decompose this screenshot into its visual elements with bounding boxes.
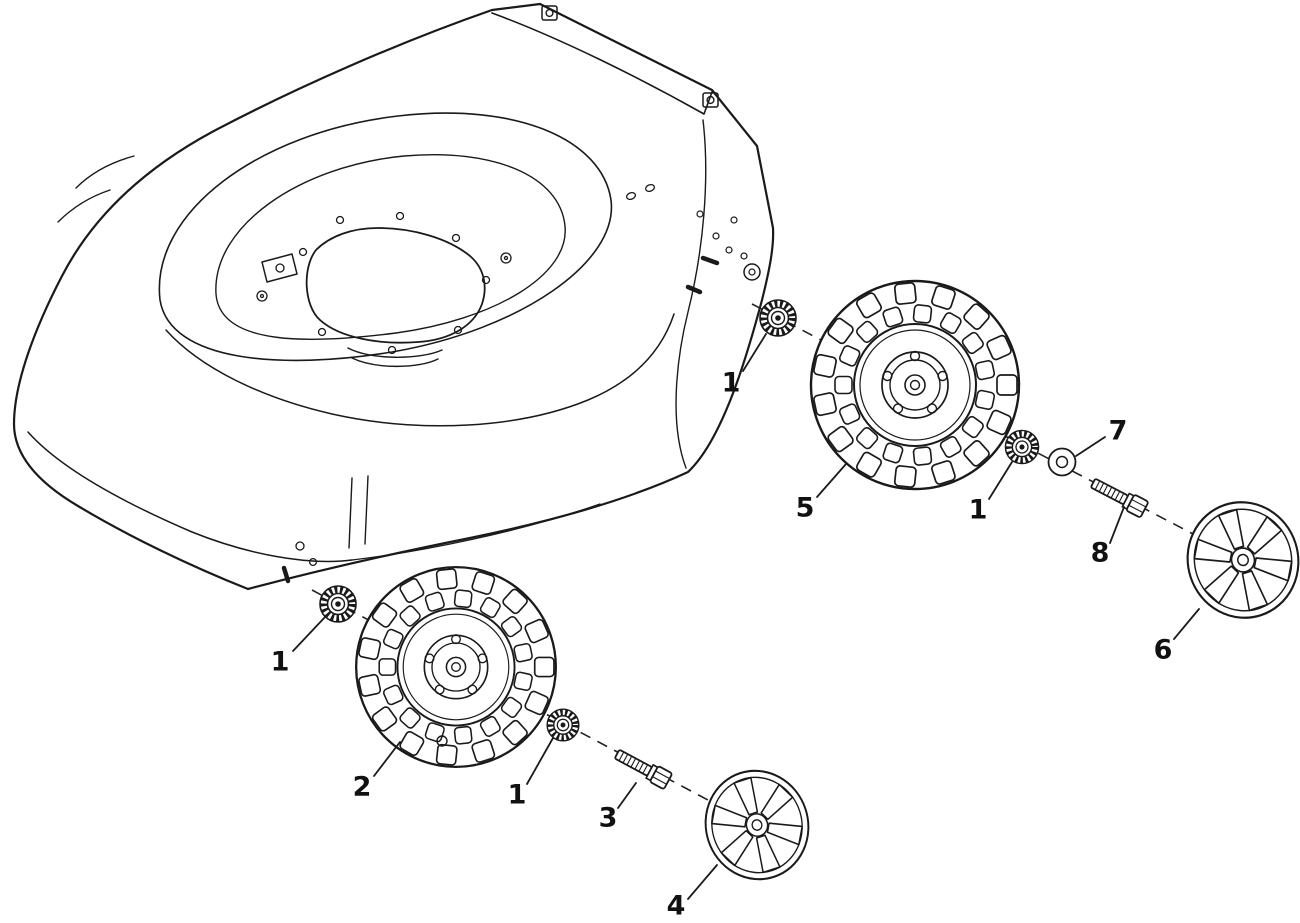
deck-skirt-details xyxy=(57,155,369,584)
callout-1-front-inner-nut: 1 xyxy=(507,779,527,811)
deck-side-panel-holes xyxy=(625,183,761,295)
flange-nut-rear-inner xyxy=(1005,430,1038,463)
callout-8-rear-bolt: 8 xyxy=(1090,537,1110,569)
flange-nut-front-inner xyxy=(547,709,579,741)
callout-1-front-outer-nut: 1 xyxy=(270,646,290,678)
callout-7-washer: 7 xyxy=(1108,415,1128,447)
rear-bracket-tab xyxy=(541,5,558,21)
bolt-rear xyxy=(1087,474,1150,519)
callout-leader-lines xyxy=(292,333,1200,900)
washer xyxy=(1047,447,1077,477)
callout-4-front-hub-cap: 4 xyxy=(666,890,686,922)
wheel-rear xyxy=(811,281,1019,489)
flange-nut-rear-outer xyxy=(760,300,796,336)
callout-3-front-bolt: 3 xyxy=(598,802,618,834)
wheel-front xyxy=(356,567,556,767)
deck-center-opening xyxy=(305,227,486,344)
callout-1-rear-inner-nut: 1 xyxy=(968,494,988,526)
wheel-front-rim-hole xyxy=(436,735,448,747)
deck-bolt-holes xyxy=(256,211,512,355)
callout-2-front-wheel: 2 xyxy=(352,771,372,803)
callout-5-rear-wheel: 5 xyxy=(795,492,815,524)
bolt-front xyxy=(611,745,674,791)
hub-cap-rear xyxy=(1173,488,1300,632)
callout-1-rear-outer-nut: 1 xyxy=(721,367,741,399)
callout-6-rear-hub-cap: 6 xyxy=(1153,634,1173,666)
mower-deck-drawing xyxy=(12,2,775,591)
rear-bracket-tab xyxy=(702,92,719,108)
